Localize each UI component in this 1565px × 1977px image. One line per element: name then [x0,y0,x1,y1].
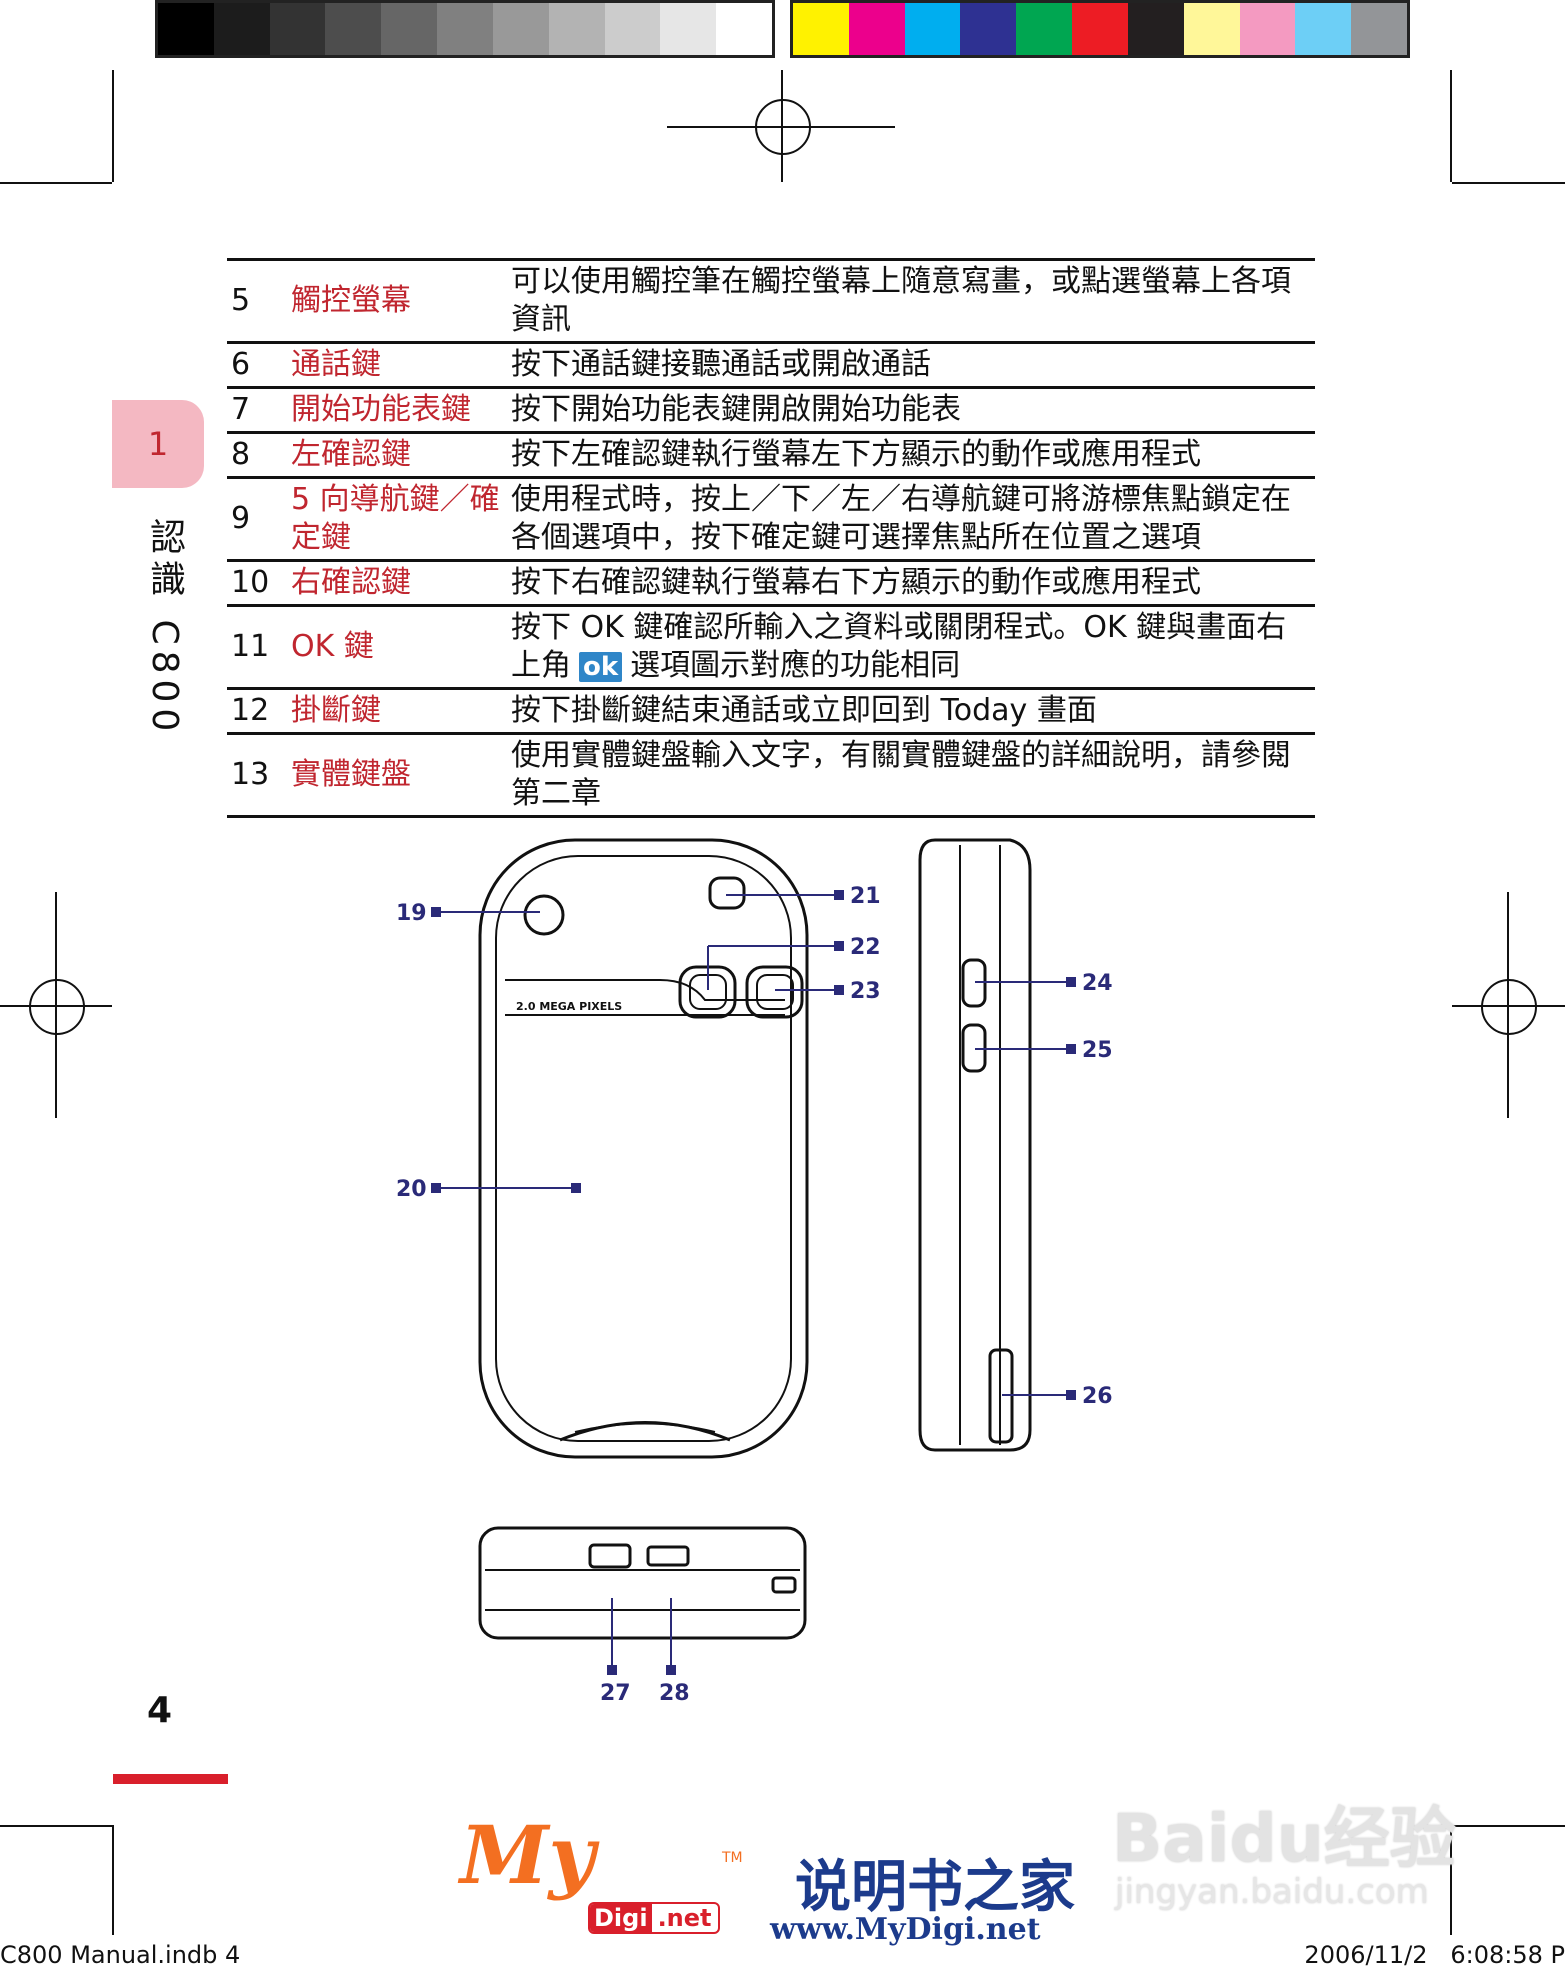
color-swatch-bar [790,0,1410,58]
key-name: 左確認鍵 [287,432,507,479]
key-name: 右確認鍵 [287,560,507,607]
gray-swatch [437,3,493,55]
gray-swatch [492,3,549,55]
callout-26: 26 [1082,1384,1113,1409]
callout-27: 27 [600,1681,631,1706]
key-description: 按下掛斷鍵結束通話或立即回到 Today 畫面 [507,688,1315,735]
color-swatch [1016,3,1073,55]
phone-back-view [478,838,809,1459]
color-swatch [1351,3,1407,55]
gray-swatch [660,3,717,55]
color-swatch [848,3,905,55]
chapter-number: 1 [147,425,169,463]
chapter-title: 認識 C800 [144,518,185,738]
key-name: OK 鍵 [287,605,507,690]
key-name: 實體鍵盤 [287,733,507,818]
key-description: 使用實體鍵盤輸入文字，有關實體鍵盤的詳細說明，請參閱第二章 [507,733,1315,818]
grayscale-swatch-bar [155,0,775,58]
phone-side-view [918,838,1032,1452]
page-number-bar [113,1774,228,1784]
gray-swatch [604,3,661,55]
color-swatch [1239,3,1296,55]
color-swatch [960,3,1017,55]
chapter-tab: 1 [112,400,204,488]
gray-swatch [548,3,605,55]
footer-file: C800 Manual.indb 4 [0,1941,241,1969]
key-name: 通話鍵 [287,342,507,389]
color-swatch [1127,3,1184,55]
mydigi-badge-right: .net [657,1904,712,1932]
gray-swatch [269,3,326,55]
key-number: 13 [227,733,287,818]
page-number: 4 [147,1690,173,1731]
key-description: 按下右確認鍵執行螢幕右下方顯示的動作或應用程式 [507,560,1315,607]
color-swatch [1072,3,1128,55]
color-swatch [1183,3,1240,55]
key-description-text: 按下 OK 鍵確認所輸入之資料或關閉程式。OK 鍵與畫面右上角 [511,610,1287,683]
key-description: 使用程式時，按上／下／左／右導航鍵可將游標焦點鎖定在各個選項中，按下確定鍵可選擇… [507,477,1315,562]
color-swatch [1295,3,1352,55]
callout-22: 22 [850,935,881,960]
mydigi-brand: My [460,1808,596,1902]
baidu-main: Baidu经验 [1112,1800,1456,1877]
callout-21: 21 [850,884,881,909]
key-name: 開始功能表鍵 [287,387,507,434]
mydigi-tm: TM [722,1850,743,1866]
callout-23: 23 [850,979,881,1004]
key-number: 12 [227,688,287,735]
key-number: 10 [227,560,287,607]
mydigi-badge-left: Digi [590,1904,652,1932]
callout-20: 20 [396,1177,427,1202]
camera-label: 2.0 MEGA PIXELS [516,1000,622,1013]
gray-swatch [325,3,382,55]
key-description-tail: 選項圖示對應的功能相同 [630,648,961,683]
color-swatch [904,3,961,55]
mydigi-badge: Digi .net [588,1902,720,1934]
baidu-url: jingyan.baidu.com [1115,1872,1429,1912]
key-description: 按下通話鍵接聽通話或開啟通話 [507,342,1315,389]
key-number: 7 [227,387,287,434]
key-number: 6 [227,342,287,389]
key-name: 觸控螢幕 [287,258,507,344]
mydigi-cn-title: 说明书之家 [795,1854,1075,1920]
phone-bottom-view [478,1526,807,1640]
key-number: 9 [227,477,287,562]
callout-25: 25 [1082,1038,1113,1063]
key-description: 可以使用觸控筆在觸控螢幕上隨意寫畫，或點選螢幕上各項資訊 [507,258,1315,344]
callout-19: 19 [396,901,427,926]
key-number: 8 [227,432,287,479]
gray-swatch [213,3,270,55]
color-swatch [793,3,849,55]
ok-icon: ok [579,651,623,682]
mydigi-url: www.MyDigi.net [770,1912,1041,1947]
key-name: 掛斷鍵 [287,688,507,735]
key-name: 5 向導航鍵／確定鍵 [287,477,507,562]
gray-swatch [158,3,214,55]
key-description: 按下左確認鍵執行螢幕左下方顯示的動作或應用程式 [507,432,1315,479]
key-number: 5 [227,258,287,344]
footer-datetime: 2006/11/2 6:08:58 P [1304,1941,1565,1969]
key-description: 按下開始功能表鍵開啟開始功能表 [507,387,1315,434]
callout-24: 24 [1082,971,1113,996]
gray-swatch [381,3,438,55]
key-number: 11 [227,605,287,690]
gray-swatch [716,3,772,55]
callout-28: 28 [659,1681,690,1706]
